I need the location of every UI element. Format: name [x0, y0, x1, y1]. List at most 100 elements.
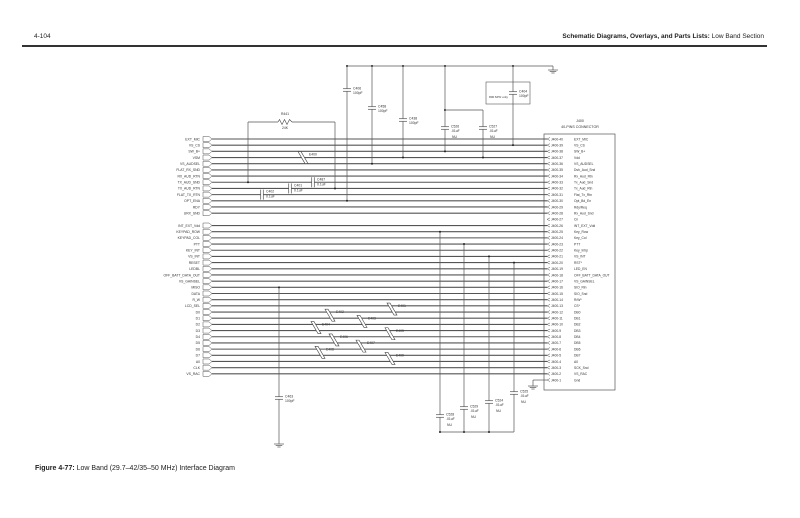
pin-arrow-icon	[546, 347, 551, 351]
component-value: .01uF	[489, 129, 498, 133]
connector-pin-number: J400-37	[551, 156, 563, 160]
junction-dot	[488, 431, 490, 433]
connector-pin-name: OFF_BATT_DATA_OUT	[574, 273, 610, 277]
junction-dot	[513, 261, 515, 264]
component-note: 800 MHz only	[489, 95, 508, 99]
connector-pin-number: J400-32	[551, 187, 563, 191]
cap-gap	[288, 184, 292, 193]
ferrite-ref: E402	[336, 310, 344, 314]
component-note: NU	[452, 135, 457, 139]
connector-pin-number: J400-30	[551, 199, 563, 203]
connector-pin-number: J400-2	[551, 372, 561, 376]
connector-pin-name: DB6	[574, 347, 581, 351]
connector-pin-name: INT_EXT_Vdd	[574, 224, 595, 228]
pin-arrow-icon	[546, 192, 551, 197]
connector-pin-name: VS_INT	[574, 255, 586, 259]
connector-pin-name: CS*	[574, 304, 581, 308]
ferrite-ref: E409	[396, 353, 404, 357]
cap-gap	[311, 178, 315, 187]
ferrite-bead-icon	[386, 302, 398, 316]
component-value: .01uF	[520, 394, 529, 398]
component-ref: C487	[317, 177, 325, 181]
signal-label: D2	[196, 323, 200, 327]
connector-pin-name: Rx_Aud_Snd	[574, 211, 594, 215]
connector-pin-name: Tx_Aud_Rtn	[574, 187, 592, 191]
pin-arrow-icon	[546, 199, 551, 203]
off-page-connector-icon	[202, 278, 213, 284]
off-page-connector-icon	[202, 315, 213, 321]
connector-pin-name: SW_B+	[574, 150, 585, 154]
connector-pin-name: DB2	[574, 323, 581, 327]
junction-dot	[512, 144, 514, 147]
connector-pin-name: LED_EN	[574, 267, 587, 271]
connector-pin-number: J400-29	[551, 205, 563, 209]
signal-label: MISO	[191, 286, 200, 290]
component-note: NU	[496, 409, 501, 413]
signal-label: TX_AUD_SND	[178, 181, 201, 185]
signal-label: VS_RAC	[186, 372, 200, 376]
component-ref: C463	[285, 395, 293, 399]
connector-pin-number: J400-17	[551, 279, 563, 283]
connector-pin-name: DB7	[574, 354, 581, 358]
signal-label: KEYPAD_COL	[178, 236, 200, 240]
off-page-connector-icon	[202, 327, 213, 334]
junction-dot	[247, 181, 249, 184]
signal-label: CLK	[193, 366, 200, 370]
component-value: 100pF	[519, 94, 529, 98]
cap-gap	[509, 91, 517, 95]
pin-arrow-icon	[546, 372, 551, 376]
pin-arrow-icon	[546, 378, 551, 382]
component-value: 100pF	[378, 109, 388, 113]
ferrite-bead-icon	[328, 333, 340, 347]
off-page-connector-icon	[202, 185, 213, 192]
off-page-connector-icon	[202, 148, 213, 155]
connector-pin-name: VS_CS	[574, 143, 586, 147]
off-page-connector-icon	[202, 352, 213, 359]
ferrite-bead-icon	[356, 315, 368, 328]
signal-label: D5	[196, 341, 200, 345]
junction-dot	[439, 431, 441, 433]
component-note: NU	[447, 423, 452, 427]
cap-gap	[260, 190, 264, 199]
signal-label: VSM	[193, 156, 201, 160]
off-page-connector-icon	[202, 136, 213, 142]
signal-label: D7	[196, 354, 200, 358]
connector-pin-number: J400-13	[551, 304, 563, 308]
signal-label: LCD_SEL	[185, 304, 200, 308]
connector-pin-name: A0	[574, 360, 578, 364]
junction-dot	[463, 431, 465, 433]
pin-arrow-icon	[546, 304, 551, 308]
signal-label: SW_B+	[188, 150, 200, 154]
component-ref: C458	[378, 105, 386, 109]
pin-arrow-icon	[546, 335, 551, 339]
cap-gap	[460, 406, 468, 410]
component-ref: C526	[451, 125, 459, 129]
connector-pin-number: J400-35	[551, 168, 563, 172]
cap-gap	[399, 118, 407, 122]
pin-arrow-icon	[546, 260, 551, 265]
junction-dot	[482, 156, 484, 159]
ferrite-bead-icon	[314, 345, 326, 359]
connector-pin-number: J400-34	[551, 174, 563, 178]
connector-pin-number: J400-10	[551, 323, 563, 327]
connector-pin-name: Flat_Tx_Rtn	[574, 193, 592, 197]
component-value: 100pF	[353, 91, 363, 95]
off-page-connector-icon	[202, 210, 213, 216]
component-value: .01uF	[451, 129, 460, 133]
off-page-connector-icon	[202, 142, 213, 148]
component-ref: R441	[281, 112, 289, 116]
connector-pin-number: J400-27	[551, 218, 563, 222]
component-value: .01uF	[495, 403, 504, 407]
connector-pin-number: J400-40	[551, 137, 563, 141]
signal-label: FLAT_RX_SND	[176, 168, 200, 172]
component-ref: C528	[446, 413, 454, 417]
ferrite-bead-icon	[297, 151, 309, 164]
connector-pin-number: J400-1	[551, 378, 561, 382]
off-page-connector-icon	[202, 241, 213, 247]
connector-pin-name: Key_Col	[574, 236, 587, 240]
ferrite-ref: E405	[396, 329, 404, 333]
junction-dot	[334, 187, 336, 190]
signal-label: R_W	[192, 298, 200, 302]
connector-pin-number: J400-28	[551, 211, 563, 215]
component-ref: C527	[489, 125, 497, 129]
